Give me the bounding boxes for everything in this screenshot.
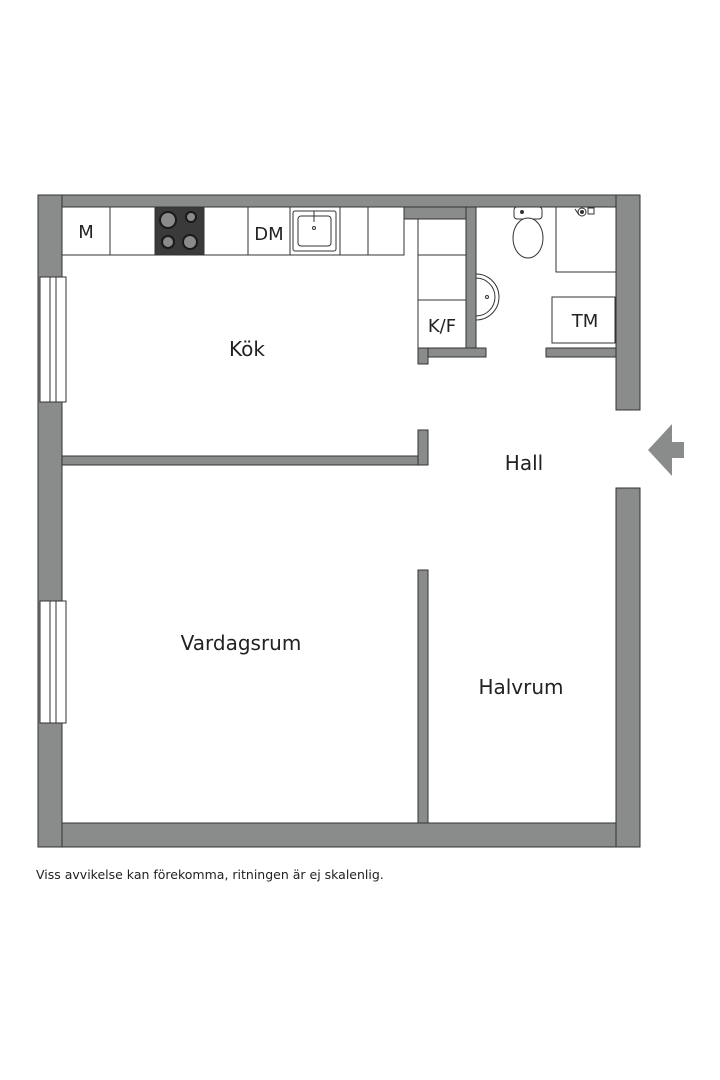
window-kitchen bbox=[39, 276, 67, 403]
label-microwave: M bbox=[78, 222, 94, 243]
room-label-living-room: Vardagsrum bbox=[181, 631, 302, 655]
label-fridge-freezer: K/F bbox=[428, 316, 456, 337]
wall-kitchen-bath-top bbox=[403, 206, 471, 220]
label-washing-machine: TM bbox=[571, 311, 599, 332]
window-living bbox=[39, 600, 67, 724]
room-label-half-room: Halvrum bbox=[478, 675, 563, 699]
outer-walls bbox=[37, 194, 641, 848]
shower-icon bbox=[555, 207, 616, 273]
wall-kitchen-living bbox=[61, 455, 429, 466]
inner-walls bbox=[61, 206, 617, 824]
entrance-arrow-icon bbox=[648, 424, 684, 476]
room-label-hall: Hall bbox=[505, 451, 543, 475]
wall-kitchen-stub bbox=[417, 429, 429, 466]
hob-icon bbox=[154, 206, 205, 256]
wall-right-lower bbox=[615, 487, 641, 848]
wall-right-upper bbox=[615, 194, 641, 411]
room-label-kitchen: Kök bbox=[229, 337, 265, 361]
washbasin-icon bbox=[475, 273, 500, 321]
wall-bath-west bbox=[465, 206, 477, 358]
label-dishwasher: DM bbox=[254, 224, 283, 245]
wall-bottom bbox=[37, 822, 641, 848]
wall-top bbox=[37, 194, 641, 208]
washing-machine-box bbox=[551, 296, 616, 344]
wall-bath-south-stub bbox=[417, 347, 429, 365]
wall-living-halvrum bbox=[417, 569, 429, 824]
sink-icon bbox=[292, 210, 337, 252]
disclaimer-text: Viss avvikelse kan förekomma, ritningen … bbox=[36, 867, 384, 882]
wall-bath-south-right bbox=[545, 347, 617, 358]
toilet-icon bbox=[512, 206, 544, 259]
